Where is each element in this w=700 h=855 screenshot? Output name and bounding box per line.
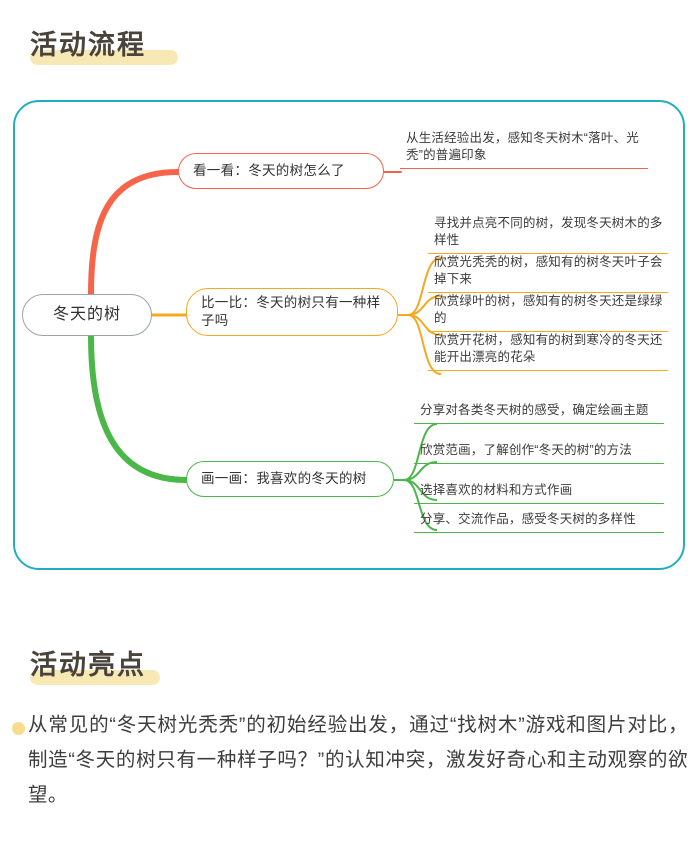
mindmap-leaf-3-3[interactable]: 选择喜欢的材料和方式作画	[414, 480, 664, 504]
mindmap-leaf-2-1[interactable]: 寻找并点亮不同的树，发现冬天树木的多样性	[428, 213, 668, 254]
section-heading-flow-label: 活动流程	[30, 30, 146, 60]
connector-root-branch-1	[88, 169, 181, 297]
connector-branch-3-leaf-4	[403, 479, 438, 531]
section-heading-flow: 活动流程	[30, 25, 178, 67]
section-heading-highlight-label: 活动亮点	[30, 650, 146, 680]
connector-branch-2-leaf-4	[407, 314, 442, 375]
mindmap-connectors	[88, 169, 442, 531]
highlight-paragraph: 从常见的“冬天树光秃秃”的初始经验出发，通过“找树木”游戏和图片对比，制造“冬天…	[28, 714, 688, 806]
connector-branch-2-leaf-1	[407, 257, 442, 316]
mindmap-leaf-2-4[interactable]: 欣赏开花树，感知有的树到寒冷的冬天还能开出漂亮的花朵	[428, 330, 668, 371]
connector-root-branch-3	[88, 333, 189, 483]
mindmap-branch-2-label: 比一比：冬天的树只有一种样子吗	[201, 295, 381, 328]
mindmap-root-label: 冬天的树	[52, 306, 121, 323]
mindmap-branch-1-label: 看一看：冬天的树怎么了	[193, 163, 345, 178]
mindmap-leaf-3-4[interactable]: 分享、交流作品，感受冬天树的多样性	[414, 509, 664, 533]
section-heading-highlight: 活动亮点	[30, 645, 160, 687]
mindmap-branch-node-2[interactable]: 比一比：冬天的树只有一种样子吗	[186, 288, 398, 336]
mindmap-leaf-3-2[interactable]: 欣赏范画，了解创作“冬天的树”的方法	[414, 440, 664, 464]
mindmap-leaf-2-3[interactable]: 欣赏绿叶的树，感知有的树冬天还是绿绿的	[428, 291, 668, 332]
mindmap-leaf-3-1[interactable]: 分享对各类冬天树的感受，确定绘画主题	[414, 400, 664, 424]
mindmap-leaf-1-1[interactable]: 从生活经验出发，感知冬天树木“落叶、光秃”的普遍印象	[400, 128, 648, 169]
mindmap-branch-node-3[interactable]: 画一画：我喜欢的冬天的树	[186, 461, 394, 497]
mindmap-branch-3-label: 画一画：我喜欢的冬天的树	[201, 471, 367, 486]
mindmap-root-node[interactable]: 冬天的树	[22, 294, 152, 336]
mindmap-branch-node-1[interactable]: 看一看：冬天的树怎么了	[178, 153, 384, 189]
mindmap-leaf-2-2[interactable]: 欣赏光秃秃的树，感知有的树冬天叶子会掉下来	[428, 252, 668, 293]
bullet-dot-icon	[12, 722, 25, 735]
connector-branch-3-leaf-1	[403, 423, 438, 481]
heading-highlight-bar	[30, 50, 178, 65]
heading-highlight-bar-2	[30, 670, 160, 685]
